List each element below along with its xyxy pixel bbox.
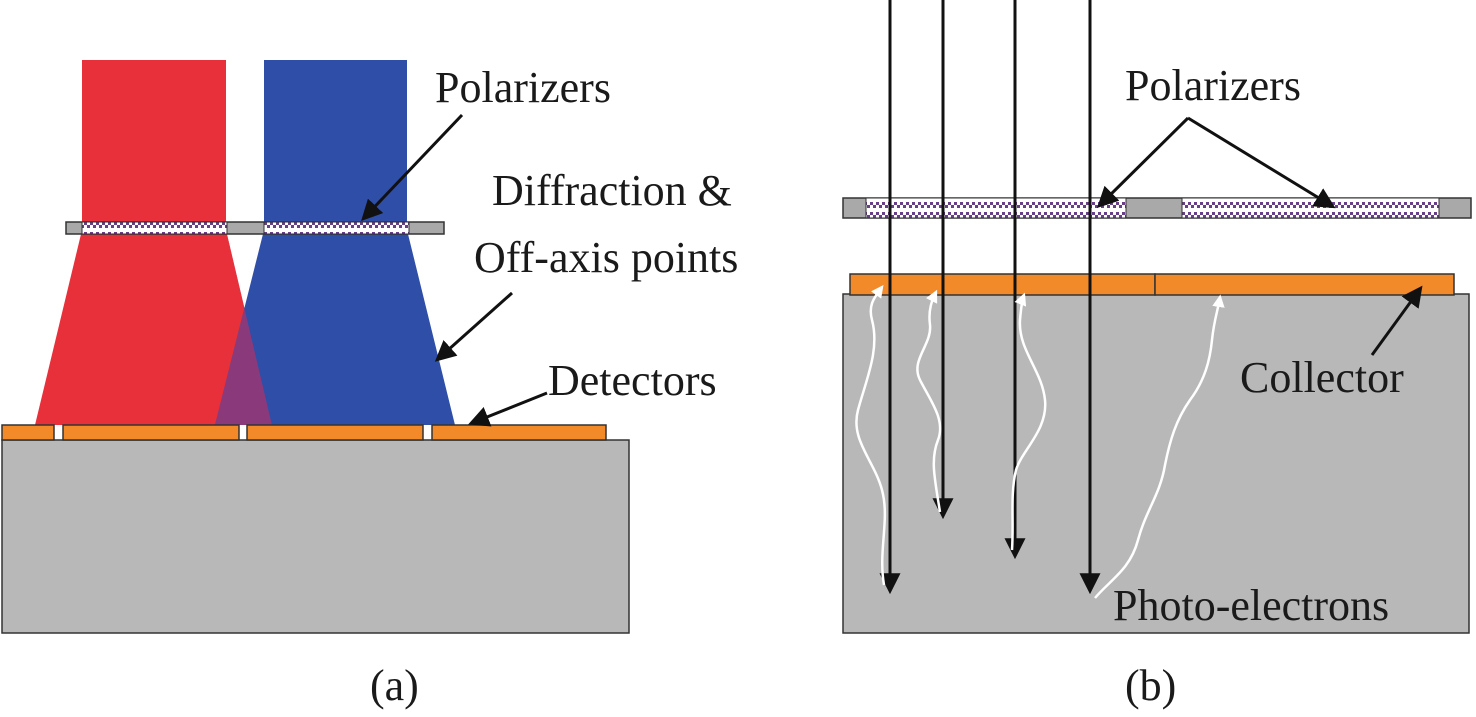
label-detectors: Detectors — [548, 356, 717, 405]
red-beam — [35, 60, 272, 425]
collector — [849, 273, 1455, 296]
polarizers-arrow-b1 — [1097, 116, 1190, 208]
diffraction-arrow — [434, 291, 513, 362]
polarizer-strip-a — [65, 221, 445, 235]
detectors-arrow — [468, 391, 548, 427]
substrate-a — [1, 439, 630, 634]
panel-b: Polarizers Collector Photo-electrons (b) — [842, 0, 1472, 710]
substrate-b — [842, 293, 1470, 634]
label-photo-electrons: Photo-electrons — [1113, 581, 1389, 630]
label-collector: Collector — [1240, 353, 1404, 402]
polarizers-arrow-b2 — [1187, 116, 1336, 209]
caption-b: (b) — [1125, 661, 1176, 710]
blue-beam — [215, 60, 455, 425]
caption-a: (a) — [370, 661, 419, 710]
collector-arrow — [1370, 285, 1423, 356]
polarizer-strip-b — [842, 197, 1472, 219]
electron-path-2 — [916, 289, 942, 513]
label-polarizers-b: Polarizers — [1125, 61, 1301, 110]
polarizers-arrow-a — [361, 113, 464, 222]
label-diffraction-line1: Diffraction & — [492, 166, 732, 215]
electron-path-3 — [1010, 292, 1047, 551]
electron-path-4 — [1094, 294, 1225, 599]
panel-a: Polarizers Diffraction & Off-axis points… — [1, 60, 738, 710]
incident-rays — [879, 0, 1101, 595]
label-diffraction-line2: Off-axis points — [474, 233, 738, 282]
electron-path-1 — [855, 284, 887, 586]
detectors-a — [1, 424, 607, 441]
electron-paths — [855, 284, 1225, 599]
beam-overlap — [215, 230, 272, 425]
label-polarizers-a: Polarizers — [435, 63, 611, 112]
